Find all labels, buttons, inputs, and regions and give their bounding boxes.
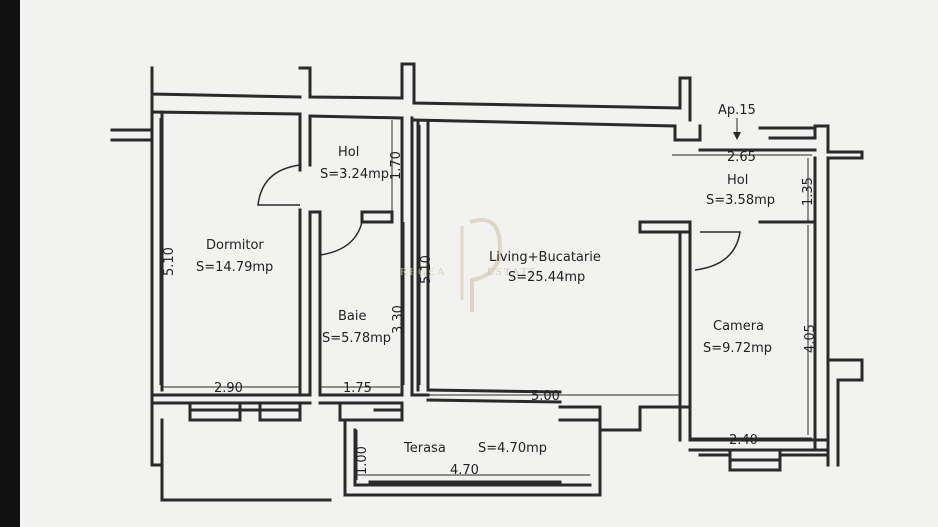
room-camera-area: S=9.72mp <box>703 341 772 356</box>
dim-5-10-mid: 5.10 <box>419 255 434 284</box>
dormitor-right-wall <box>298 112 312 397</box>
door-camera <box>694 231 741 271</box>
watermark: REGEA ESTATE <box>400 217 538 312</box>
dim-2-90: 2.90 <box>214 381 243 396</box>
dim-2-65: 2.65 <box>727 150 756 165</box>
baie-right-wall <box>400 116 430 397</box>
room-hol2-area: S=3.58mp <box>706 193 775 208</box>
room-living-name: Living+Bucatarie <box>489 250 601 265</box>
watermark-right-text: ESTATE <box>487 266 538 278</box>
left-exterior-lower <box>150 418 332 502</box>
dim-1-00: 1.00 <box>355 446 370 475</box>
dim-4-70: 4.70 <box>450 463 479 478</box>
room-camera-name: Camera <box>713 319 764 334</box>
camera-left-wall <box>638 220 692 442</box>
dim-5-00: 5.00 <box>531 389 560 404</box>
door-dormitor <box>257 164 301 206</box>
dim-1-70: 1.70 <box>389 151 404 180</box>
room-baie-name: Baie <box>338 309 367 324</box>
window-dormitor <box>188 401 302 422</box>
terrace-outline <box>343 418 602 497</box>
dim-4-05: 4.05 <box>803 324 818 353</box>
room-dormitor-area: S=14.79mp <box>196 260 273 275</box>
top-wall <box>150 62 702 142</box>
right-wall <box>698 124 864 467</box>
entry-arrowhead <box>733 132 741 140</box>
room-terasa-name: Terasa <box>403 441 446 456</box>
right-jamb <box>826 358 864 467</box>
window-camera <box>728 448 782 472</box>
apartment-label: Ap.15 <box>718 103 756 118</box>
room-hol1-name: Hol <box>338 145 359 160</box>
bottom-wall-right <box>558 405 830 457</box>
watermark-logo <box>469 217 503 312</box>
room-terasa-area: S=4.70mp <box>478 441 547 456</box>
door-baie <box>319 221 363 256</box>
room-dormitor-name: Dormitor <box>206 238 264 253</box>
room-hol2-name: Hol <box>727 173 748 188</box>
room-hol1-area: S=3.24mp <box>320 167 389 182</box>
bottom-wall-left <box>150 388 562 405</box>
window-baie <box>338 401 404 422</box>
left-wall <box>110 103 164 422</box>
dim-1-35: 1.35 <box>801 177 816 206</box>
watermark-left-text: REGEA <box>400 266 447 278</box>
dim-2-40: 2.40 <box>729 433 758 448</box>
dim-3-30: 3.30 <box>391 305 406 334</box>
hol-lower-wall <box>308 210 394 397</box>
dim-1-75: 1.75 <box>343 381 372 396</box>
dim-5-10-left: 5.10 <box>162 247 177 276</box>
room-living-area: S=25.44mp <box>508 270 585 285</box>
room-baie-area: S=5.78mp <box>322 331 391 346</box>
